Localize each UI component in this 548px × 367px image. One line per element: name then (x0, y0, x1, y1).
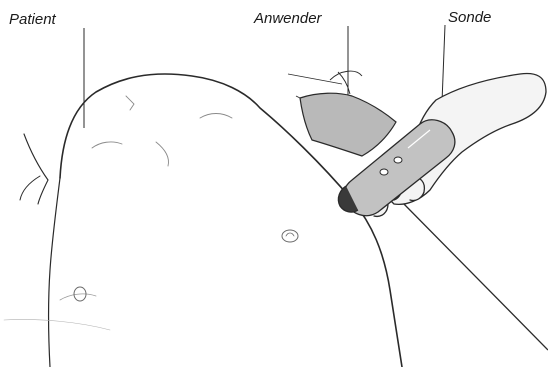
label-user: Anwender (254, 11, 322, 26)
user-arm (288, 71, 396, 156)
table-edge-line (400, 200, 548, 350)
label-probe: Sonde (448, 10, 491, 25)
label-patient: Patient (9, 12, 56, 27)
